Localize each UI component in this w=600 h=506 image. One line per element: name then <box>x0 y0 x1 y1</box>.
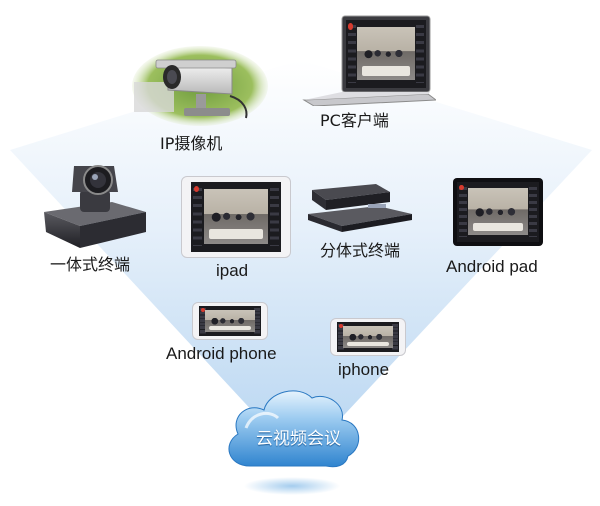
split-terminal-label: 分体式终端 <box>320 241 401 260</box>
smartphone-icon <box>192 302 268 340</box>
pc-client-screen <box>346 20 426 88</box>
tablet-icon <box>453 178 543 246</box>
iphone-screen <box>337 322 399 352</box>
set-top-codec-icon <box>306 180 414 232</box>
laptop-icon <box>300 14 436 106</box>
android-pad-screen <box>457 182 539 242</box>
ipad-screen <box>191 182 281 252</box>
ip-camera-label: IP摄像机 <box>160 134 223 153</box>
smartphone-icon <box>330 318 406 356</box>
iphone-label: iphone <box>338 360 390 379</box>
ip-camera-icon <box>128 46 268 130</box>
android-pad-label: Android pad <box>446 257 538 276</box>
integrated-terminal-label: 一体式终端 <box>50 255 131 274</box>
cloud-shadow <box>244 477 340 495</box>
pc-client-label: PC客户端 <box>320 111 389 130</box>
cloud-icon <box>228 390 360 468</box>
ipad-label: ipad <box>216 261 249 280</box>
network-beam <box>10 60 592 430</box>
cloud-label: 云视频会议 <box>256 429 341 449</box>
android-phone-screen <box>199 306 261 336</box>
android-phone-label: Android phone <box>166 344 277 363</box>
ptz-camera-terminal-icon <box>40 162 150 254</box>
tablet-icon <box>181 176 291 258</box>
